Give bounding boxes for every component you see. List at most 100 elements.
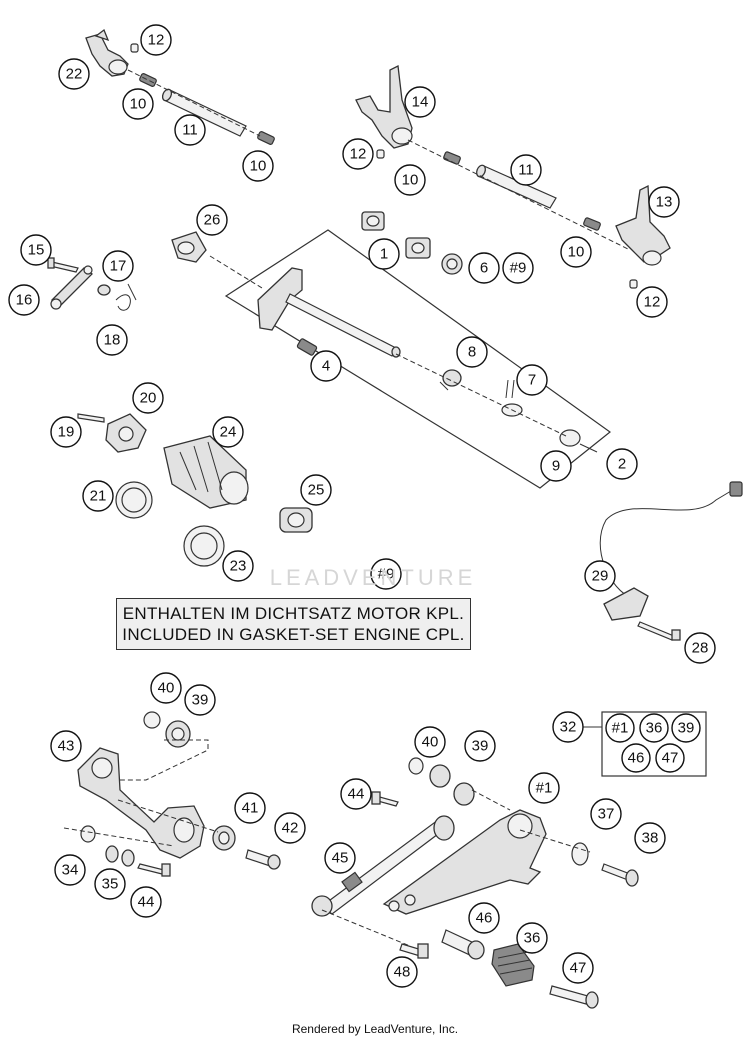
svg-text:24: 24: [220, 424, 237, 441]
callout-2: 2: [606, 448, 638, 480]
callout-10: 10: [122, 88, 154, 120]
svg-text:#9: #9: [510, 260, 527, 277]
svg-text:20: 20: [140, 390, 157, 407]
svg-text:29: 29: [592, 568, 609, 585]
svg-text:8: 8: [468, 344, 476, 361]
svg-text:10: 10: [250, 158, 267, 175]
pin-12-right: [629, 279, 638, 289]
callout-11: 11: [174, 114, 206, 146]
callout-12: 12: [636, 286, 668, 318]
shift-shaft-assembly-frame: [224, 229, 611, 489]
gasket-set-note: ENTHALTEN IM DICHTSATZ MOTOR KPL. INCLUD…: [116, 598, 471, 650]
svg-text:18: 18: [104, 332, 121, 349]
callout-10: 10: [394, 164, 426, 196]
pedal-43: [77, 747, 205, 859]
callout-19: 19: [50, 416, 82, 448]
screw-28: [637, 621, 681, 641]
svg-text:34: 34: [62, 862, 79, 879]
callout-10: 10: [242, 150, 274, 182]
svg-text:46: 46: [628, 750, 645, 767]
bolt-42: [245, 849, 281, 870]
svg-text:23: 23: [230, 558, 247, 575]
kit-item-47: 47: [655, 743, 685, 773]
svg-text:44: 44: [138, 894, 155, 911]
svg-text:14: 14: [412, 94, 429, 111]
shift-fork-22: [85, 28, 129, 77]
spring-10-mid: [443, 151, 461, 165]
spring-10-top-left: [139, 73, 157, 87]
svg-text:36: 36: [646, 720, 663, 737]
kit-item-46: 46: [621, 743, 651, 773]
shift-pawl-26: [171, 231, 207, 263]
shaft-11-top-left: [161, 88, 247, 137]
svg-text:11: 11: [518, 162, 534, 179]
svg-text:11: 11: [182, 122, 198, 139]
kit-item-39: 39: [671, 713, 701, 743]
pin-12-top: [130, 43, 139, 53]
shaft-11-mid: [476, 164, 557, 209]
svg-text:21: 21: [90, 488, 107, 505]
svg-text:43: 43: [58, 738, 75, 755]
svg-text:44: 44: [348, 786, 365, 803]
shift-lever-1: [382, 809, 547, 915]
gear-sensor-29: [603, 587, 649, 621]
washer-9: [559, 429, 581, 447]
pin-46: [441, 929, 485, 960]
shift-fork-13: [615, 184, 671, 266]
callout-17: 17: [102, 250, 134, 282]
svg-text:25: 25: [308, 482, 325, 499]
svg-text:48: 48: [394, 964, 411, 981]
callout-12: 12: [140, 24, 172, 56]
callout-16: 16: [8, 284, 40, 316]
callout-9: 9: [540, 450, 572, 482]
svg-text:16: 16: [16, 292, 33, 309]
callout-21: 21: [82, 480, 114, 512]
roller-17: [97, 284, 111, 296]
bolt-44-right: [371, 791, 399, 807]
svg-text:36: 36: [524, 930, 541, 947]
callout-11: 11: [510, 154, 542, 186]
note-line-german: ENTHALTEN IM DICHTSATZ MOTOR KPL.: [122, 604, 465, 623]
callout-40: 40: [150, 672, 182, 704]
callout-13: 13: [648, 186, 680, 218]
svg-text:40: 40: [422, 734, 439, 751]
callout-9-hash: #9: [502, 252, 534, 284]
seal-6: [441, 253, 463, 275]
gear-sensor-cable: [599, 481, 743, 599]
shift-drum-24: [163, 435, 249, 509]
note-line-english: INCLUDED IN GASKET-SET ENGINE CPL.: [122, 625, 465, 644]
spring-10-right: [583, 217, 601, 231]
bearing-1-bottom: [405, 237, 431, 259]
svg-text:6: 6: [480, 260, 488, 277]
shift-rod-45: [311, 815, 455, 917]
spring-4: [296, 338, 318, 356]
spring-10-bottom-left: [257, 131, 275, 145]
detent-lever-16: [50, 265, 93, 310]
callout-25: 25: [300, 474, 332, 506]
shift-shaft-2: [257, 267, 401, 358]
washer-37: [571, 842, 589, 866]
callout-46: 46: [468, 902, 500, 934]
callout-32: 32: [552, 711, 584, 743]
callout-45: 45: [324, 842, 356, 874]
leadventure-watermark: LEADVENTURE: [269, 565, 477, 590]
bolt-38: [601, 863, 639, 887]
svg-text:47: 47: [570, 960, 587, 977]
bearings-39-right: [429, 764, 475, 806]
svg-text:12: 12: [350, 146, 367, 163]
callout-47: 47: [562, 952, 594, 984]
callout-36: 36: [516, 922, 548, 954]
callout-24: 24: [212, 416, 244, 448]
bearing-1-top: [361, 211, 385, 231]
callout-23: 23: [222, 550, 254, 582]
callout-28: 28: [684, 632, 716, 664]
shift-fork-14: [355, 65, 413, 149]
shift-star-20: [105, 413, 147, 453]
svg-text:12: 12: [644, 294, 661, 311]
callout-41: 41: [234, 792, 266, 824]
sleeve-41: [212, 825, 236, 851]
callout-10: 10: [560, 236, 592, 268]
svg-text:42: 42: [282, 820, 299, 837]
bolt-47: [549, 985, 599, 1009]
svg-text:39: 39: [472, 738, 489, 755]
